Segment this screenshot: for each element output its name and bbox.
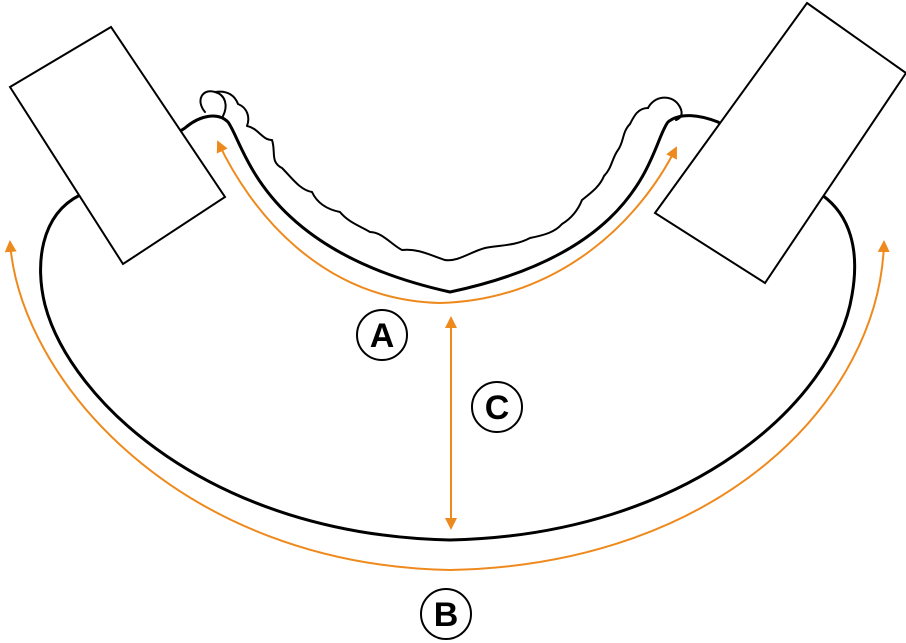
label-c-circle	[471, 381, 523, 433]
label-c: C	[471, 381, 523, 433]
right-block	[653, 1, 906, 285]
right-ridge	[647, 96, 683, 121]
label-c-text: C	[485, 389, 510, 427]
label-a-circle	[356, 309, 408, 361]
left-ridge	[199, 90, 227, 117]
impression-material	[214, 90, 649, 262]
label-b-circle	[420, 588, 472, 640]
label-b-text: B	[434, 596, 459, 634]
label-b: B	[420, 588, 472, 640]
label-a: A	[356, 309, 408, 361]
left-block	[8, 25, 227, 266]
measurement-b-arrow	[4, 240, 890, 572]
label-a-text: A	[370, 317, 395, 355]
measurement-a-arrow	[216, 140, 677, 305]
